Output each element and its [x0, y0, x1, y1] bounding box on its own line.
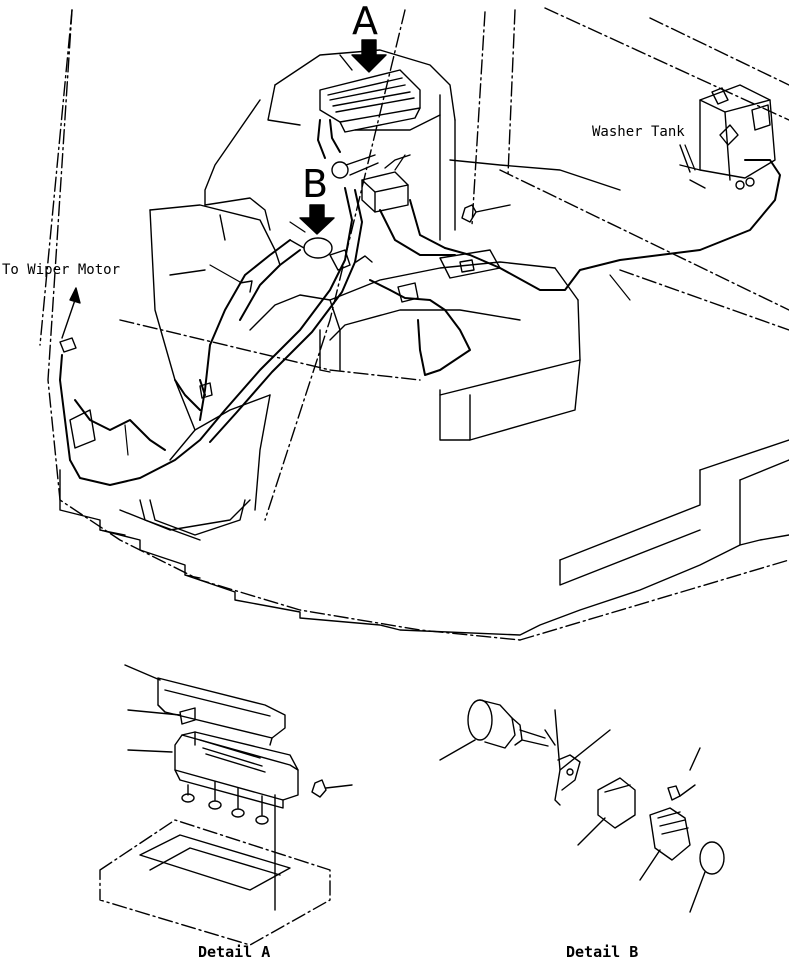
harness-connectors	[59, 249, 501, 449]
wire-harness	[59, 119, 781, 486]
floor-structure	[59, 299, 789, 636]
washer-tank	[679, 84, 776, 190]
caption-detail-b: Detail B	[566, 943, 639, 961]
caption-detail-a: Detail A	[198, 943, 271, 961]
cab-outline	[39, 7, 789, 641]
label-washer-tank: Washer Tank	[592, 124, 685, 140]
fuse-box-main	[319, 54, 421, 133]
arrow-a	[351, 39, 387, 73]
label-letter-b: B	[302, 162, 329, 206]
wiper-motor-arrow	[61, 287, 81, 339]
label-letter-a: A	[352, 0, 378, 43]
arrow-b	[299, 204, 335, 235]
label-to-wiper-motor: To Wiper Motor	[2, 262, 121, 278]
relay-unit	[331, 154, 511, 223]
leader-lines-main	[124, 144, 696, 456]
detail-a-drawing	[99, 664, 353, 946]
console-body	[149, 49, 621, 536]
detail-b-drawing	[439, 699, 725, 913]
switch-main	[289, 237, 373, 271]
